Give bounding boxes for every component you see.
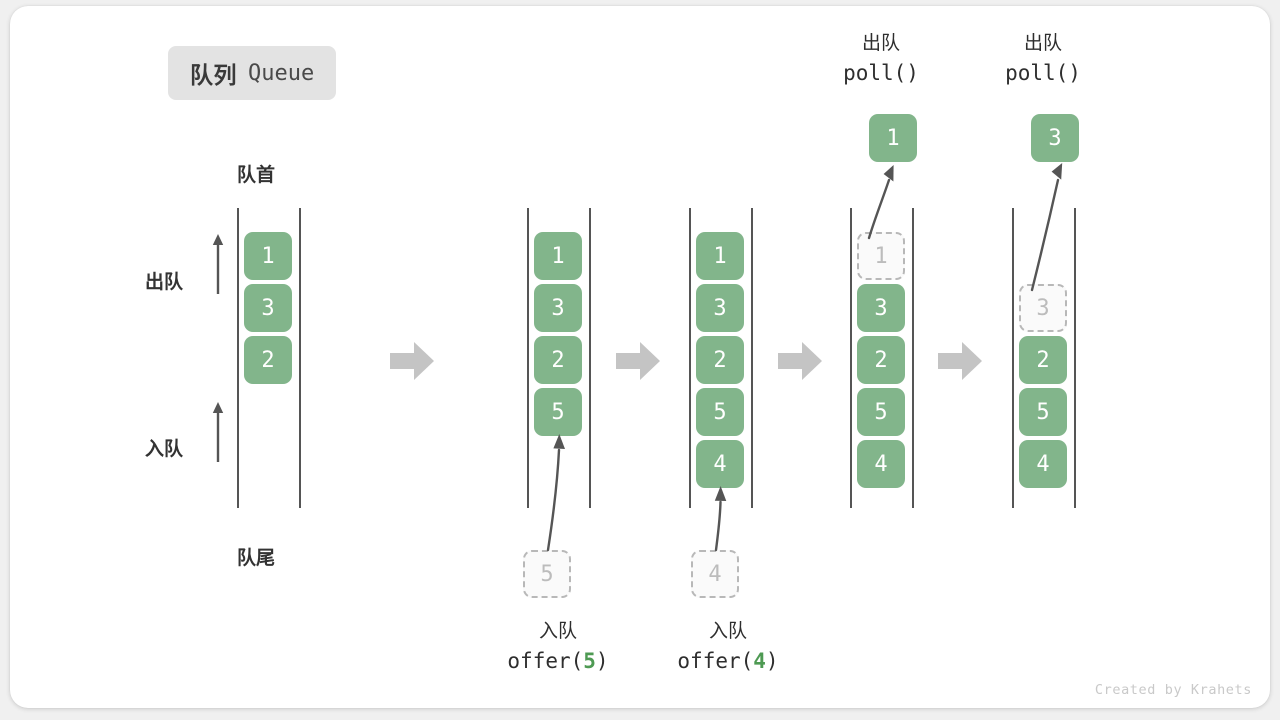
queue-element: 5 [1019, 388, 1067, 436]
queue-rail-left-1 [237, 208, 239, 508]
incoming-ghost-element: 4 [691, 550, 739, 598]
queue-element: 1 [534, 232, 582, 280]
dequeued-ghost-element: 3 [1019, 284, 1067, 332]
queue-rail-left-2 [527, 208, 529, 508]
label-queue-front: 队首 [237, 165, 276, 186]
operation-code: offer(4) [677, 648, 779, 673]
popped-element: 1 [869, 114, 917, 162]
queue-element-new: 4 [696, 440, 744, 488]
queue-rail-right-2 [589, 208, 591, 508]
operation-name: 出队 [1023, 33, 1062, 54]
label-dequeue-direction: 出队 [145, 272, 184, 293]
credit-text: Created by Krahets [1094, 682, 1252, 698]
queue-element: 2 [857, 336, 905, 384]
enqueue-motion-arrow-4-icon [714, 486, 727, 552]
operation-label-offer-5: 入队 offer(5) [458, 618, 658, 676]
queue-element: 3 [696, 284, 744, 332]
dequeue-direction-arrow-icon [212, 234, 224, 294]
queue-element-new: 5 [534, 388, 582, 436]
dequeued-ghost-element: 1 [857, 232, 905, 280]
diagram-title-badge: 队列 Queue [168, 46, 337, 100]
operation-name: 入队 [538, 621, 577, 642]
queue-rail-right-5 [1074, 208, 1076, 508]
queue-element: 3 [534, 284, 582, 332]
operation-code: poll() [843, 60, 919, 85]
queue-rail-left-4 [850, 208, 852, 508]
operation-name: 入队 [708, 621, 747, 642]
dequeue-motion-arrow-3-icon [1030, 163, 1063, 292]
queue-element: 4 [857, 440, 905, 488]
queue-element: 5 [696, 388, 744, 436]
queue-element: 3 [244, 284, 292, 332]
operation-label-offer-4: 入队 offer(4) [628, 618, 828, 676]
queue-rail-right-1 [299, 208, 301, 508]
label-queue-rear: 队尾 [237, 548, 276, 569]
dequeue-motion-arrow-1-icon [867, 165, 894, 240]
queue-rail-right-4 [912, 208, 914, 508]
queue-element: 2 [696, 336, 744, 384]
title-chinese: 队列 [190, 62, 237, 88]
enqueue-direction-arrow-icon [212, 402, 224, 462]
queue-rail-right-3 [751, 208, 753, 508]
queue-element: 2 [244, 336, 292, 384]
operation-code: offer(5) [507, 648, 609, 673]
popped-element: 3 [1031, 114, 1079, 162]
operation-label-poll-1: 出队 poll() [801, 30, 961, 88]
incoming-ghost-element: 5 [523, 550, 571, 598]
step-arrow-icon [390, 342, 434, 380]
queue-rail-left-3 [689, 208, 691, 508]
queue-element: 2 [534, 336, 582, 384]
step-arrow-icon [616, 342, 660, 380]
step-arrow-icon [778, 342, 822, 380]
queue-element: 3 [857, 284, 905, 332]
operation-code: poll() [1005, 60, 1081, 85]
title-english: Queue [248, 60, 315, 86]
queue-element: 1 [696, 232, 744, 280]
operation-name: 出队 [861, 33, 900, 54]
operation-label-poll-3: 出队 poll() [963, 30, 1123, 88]
queue-element: 2 [1019, 336, 1067, 384]
queue-rail-left-5 [1012, 208, 1014, 508]
enqueue-motion-arrow-5-icon [546, 434, 565, 552]
step-arrow-icon [938, 342, 982, 380]
queue-element: 4 [1019, 440, 1067, 488]
label-enqueue-direction: 入队 [145, 439, 184, 460]
queue-element: 1 [244, 232, 292, 280]
queue-element: 5 [857, 388, 905, 436]
